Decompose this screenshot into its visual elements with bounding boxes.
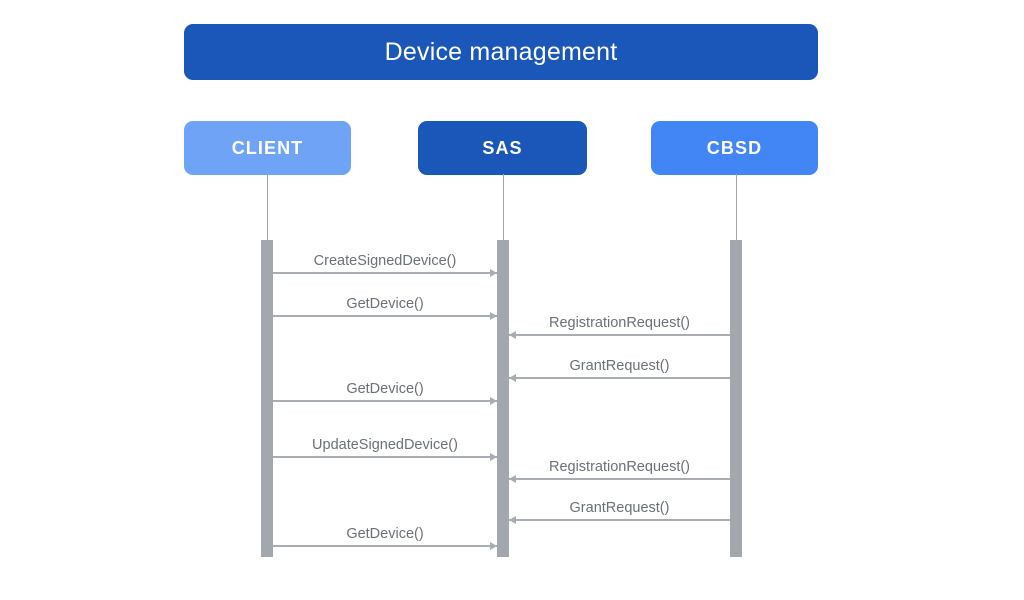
participant-box-sas[interactable]: SAS [418,121,587,175]
participant-label-client: CLIENT [231,138,304,158]
activation-bar-cbsd [730,240,742,557]
message-label-m2: GetDevice() [346,296,424,312]
message-line-m6 [273,456,497,458]
message-line-m4 [509,377,730,379]
message-label-m4: GrantRequest() [569,358,670,374]
lifeline-client [267,174,268,240]
diagram-title-banner: Device management [184,24,818,80]
participant-box-client[interactable]: CLIENT [184,121,351,175]
message-label-m1: CreateSignedDevice() [313,253,457,269]
message-label-m3: RegistrationRequest() [548,315,691,331]
arrowhead-right-m5 [490,397,497,405]
message-label-m7: RegistrationRequest() [548,459,691,475]
arrowhead-left-m4 [509,374,516,382]
participant-label-cbsd: CBSD [706,138,763,158]
arrowhead-right-m1 [490,269,497,277]
message-line-m9 [273,545,497,547]
message-line-m2 [273,315,497,317]
participant-label-sas: SAS [482,138,523,158]
arrowhead-right-m6 [490,453,497,461]
arrowhead-right-m9 [490,542,497,550]
lifeline-cbsd [736,174,737,240]
activation-bar-sas [497,240,509,557]
arrowhead-right-m2 [490,312,497,320]
message-line-m3 [509,334,730,336]
message-line-m7 [509,478,730,480]
lifeline-sas [503,174,504,240]
message-label-m5: GetDevice() [346,381,424,397]
message-label-m6: UpdateSignedDevice() [312,437,458,453]
arrowhead-left-m8 [509,516,516,524]
arrowhead-left-m3 [509,331,516,339]
message-line-m8 [509,519,730,521]
arrowhead-left-m7 [509,475,516,483]
participant-box-cbsd[interactable]: CBSD [651,121,818,175]
message-label-m9: GetDevice() [346,526,424,542]
message-line-m1 [273,272,497,274]
message-line-m5 [273,400,497,402]
message-label-m8: GrantRequest() [569,500,670,516]
diagram-title: Device management [384,37,618,66]
activation-bar-client [261,240,273,557]
